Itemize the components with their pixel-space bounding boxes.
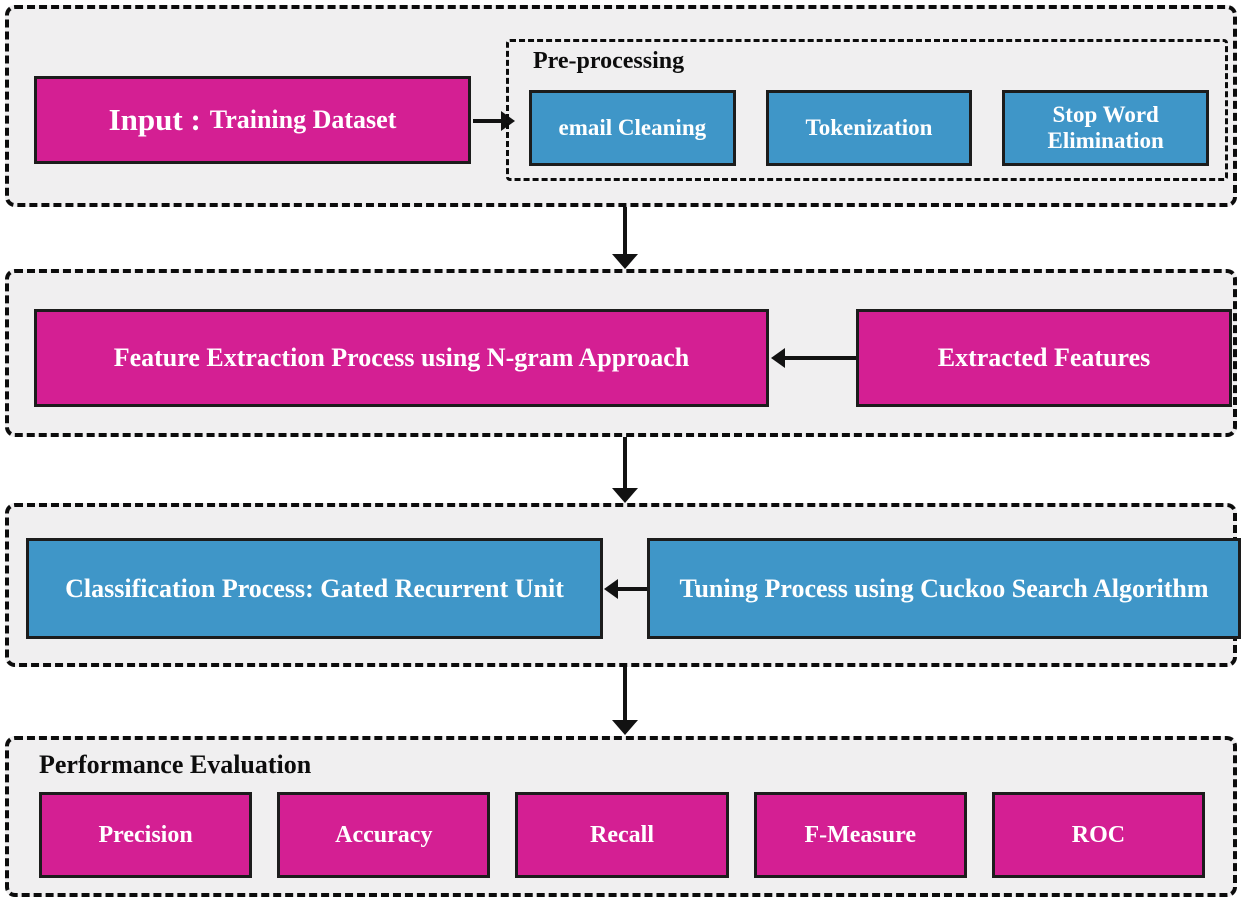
step-box-email-cleaning: email Cleaning: [529, 90, 736, 166]
input-dataset-label: Training Dataset: [209, 105, 397, 135]
arrow-shaft: [623, 667, 627, 720]
arrow-shaft: [623, 207, 627, 254]
section-input-preprocessing: Input : Training Dataset Pre-processing …: [5, 5, 1237, 207]
step-box-stop-word-elimination: Stop Word Elimination: [1002, 90, 1210, 166]
arrow-tuning-to-classification: [604, 578, 647, 600]
arrow-shaft: [618, 587, 647, 591]
arrow-stage3-to-stage4: [611, 667, 639, 735]
preprocessing-title: Pre-processing: [533, 48, 685, 74]
arrow-shaft: [785, 356, 856, 360]
preprocessing-steps-row: email Cleaning Tokenization Stop Word El…: [529, 90, 1210, 166]
step-box-tokenization: Tokenization: [765, 90, 973, 166]
section-feature-extraction: Feature Extraction Process using N-gram …: [5, 269, 1237, 437]
arrow-shaft: [623, 437, 627, 488]
input-prefix-label: Input :: [108, 102, 201, 138]
arrow-head-down-icon: [612, 720, 638, 735]
metric-box-precision: Precision: [39, 792, 253, 878]
arrow-head-left-icon: [771, 348, 785, 368]
arrow-stage2-to-stage3: [611, 437, 639, 503]
metric-box-accuracy: Accuracy: [277, 792, 491, 878]
section-classification: Classification Process: Gated Recurrent …: [5, 503, 1241, 667]
extracted-features-box: Extracted Features: [856, 309, 1232, 407]
tuning-cuckoo-search-box: Tuning Process using Cuckoo Search Algor…: [647, 538, 1241, 639]
arrow-head-left-icon: [604, 579, 618, 599]
feature-extraction-box: Feature Extraction Process using N-gram …: [34, 309, 769, 407]
arrow-head-down-icon: [612, 254, 638, 269]
arrow-head-down-icon: [612, 488, 638, 503]
arrow-shaft: [473, 119, 501, 123]
performance-evaluation-title: Performance Evaluation: [39, 750, 312, 779]
metric-box-roc: ROC: [991, 792, 1206, 878]
classification-gru-box: Classification Process: Gated Recurrent …: [26, 538, 603, 639]
arrow-stage1-to-stage2: [611, 207, 639, 269]
metrics-row: Precision Accuracy Recall F-Measure ROC: [39, 792, 1206, 878]
arrow-extracted-to-feature: [771, 347, 856, 369]
preprocessing-panel: Pre-processing email Cleaning Tokenizati…: [506, 39, 1228, 181]
input-training-dataset-box: Input : Training Dataset: [34, 76, 471, 164]
section-performance-evaluation: Performance Evaluation Precision Accurac…: [5, 736, 1237, 897]
metric-box-recall: Recall: [515, 792, 729, 878]
metric-box-f-measure: F-Measure: [753, 792, 967, 878]
